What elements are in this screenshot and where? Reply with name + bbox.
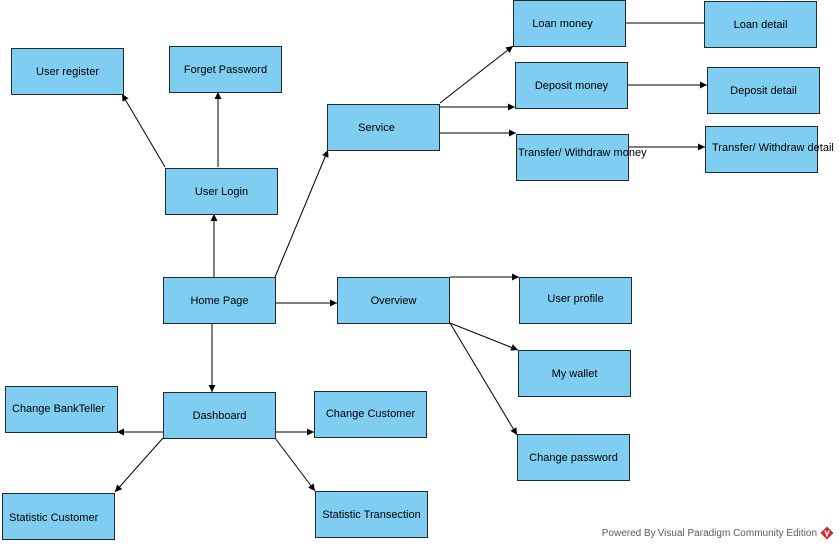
node-user-register[interactable]: User register [11, 48, 124, 95]
node-my-wallet[interactable]: My wallet [518, 350, 631, 397]
node-loan-detail[interactable]: Loan detail [704, 1, 817, 48]
node-change-customer[interactable]: Change Customer [314, 391, 427, 438]
edge-overview-to-my-wallet [449, 322, 519, 351]
edge-overview-to-change-password [449, 322, 518, 436]
node-statistic-customer[interactable]: Statistic Customer [2, 493, 115, 540]
node-label: Statistic Transection [322, 508, 421, 521]
node-label: Forget Password [183, 63, 268, 76]
node-service[interactable]: Service [327, 104, 440, 151]
node-label: Transfer/ Withdraw money [518, 147, 647, 159]
node-deposit-detail[interactable]: Deposit detail [707, 67, 820, 114]
node-overview[interactable]: Overview [337, 277, 450, 324]
node-label: Deposit money [534, 79, 609, 92]
node-label: Loan detail [733, 18, 788, 31]
node-label: Loan money [532, 17, 593, 30]
node-transfer-withdraw-detail[interactable]: Transfer/ Withdraw detail [705, 126, 834, 173]
node-label: Transfer/ Withdraw detail [712, 141, 834, 154]
edge-user-login-to-user-register [121, 93, 166, 168]
node-home-page[interactable]: Home Page [163, 277, 276, 324]
node-change-bankteller[interactable]: Change BankTeller [5, 386, 118, 433]
node-label: User Login [194, 185, 249, 198]
edge-home-page-to-service [274, 149, 329, 278]
node-label: Home Page [190, 294, 249, 307]
node-label: Deposit detail [730, 84, 797, 97]
node-forget-password[interactable]: Forget Password [169, 46, 282, 93]
edge-service-to-loan-money [439, 45, 514, 104]
node-transfer-withdraw-money[interactable]: Transfer/ Withdraw money [516, 134, 647, 181]
node-label: Change Customer [325, 407, 416, 420]
node-statistic-transection[interactable]: Statistic Transection [315, 491, 428, 538]
node-user-login[interactable]: User Login [165, 168, 278, 215]
node-label: My wallet [551, 367, 598, 380]
edge-dashboard-to-statistic-transection [274, 437, 316, 492]
node-change-password[interactable]: Change password [517, 434, 630, 481]
node-label: Overview [370, 294, 417, 307]
edge-dashboard-to-statistic-customer [114, 437, 164, 493]
node-label: Service [358, 121, 395, 134]
node-deposit-money[interactable]: Deposit money [515, 62, 628, 109]
node-label: Change BankTeller [12, 402, 105, 415]
node-loan-money[interactable]: Loan money [513, 0, 626, 47]
node-dashboard[interactable]: Dashboard [163, 392, 276, 439]
node-label: User profile [547, 293, 604, 305]
node-user-profile[interactable]: User profile [519, 277, 632, 324]
node-label: Change password [529, 451, 618, 464]
node-label: Dashboard [192, 409, 247, 422]
node-label: User register [36, 65, 99, 78]
powered-by-watermark: Powered By Visual Paradigm Community Edi… [601, 528, 817, 539]
visual-paradigm-logo-icon [820, 526, 834, 540]
node-label: Statistic Customer [9, 511, 99, 524]
